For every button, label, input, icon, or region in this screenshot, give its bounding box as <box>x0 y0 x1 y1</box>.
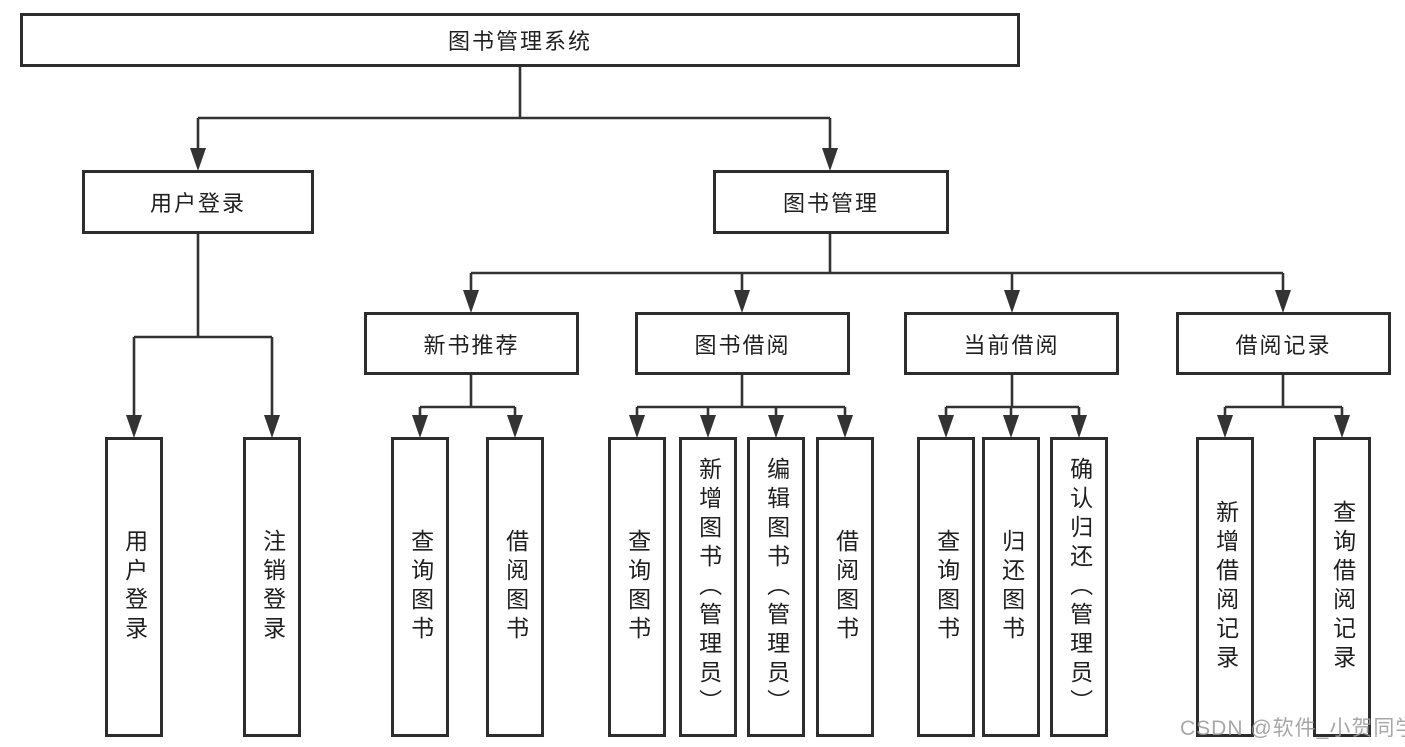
leaf-user-login: 用户登录 <box>105 437 163 737</box>
node-new-book-recommend: 新书推荐 <box>364 312 579 375</box>
node-book-management-label: 图书管理 <box>782 191 879 216</box>
node-book-borrowing-label: 图书借阅 <box>694 332 791 358</box>
node-user-login-label: 用户登录 <box>149 191 246 216</box>
leaf-confirm-return-admin: 确认归还（管理员） <box>1050 437 1108 737</box>
leaf-confirm-return-admin-label: 确认归还（管理员） <box>1066 456 1093 718</box>
node-current-borrowing-label: 当前借阅 <box>963 332 1060 358</box>
leaf-borrow-books-borrowing: 借阅图书 <box>816 437 874 737</box>
leaf-return-book-label: 归还图书 <box>998 529 1025 645</box>
leaf-borrow-books-recommend-label: 借阅图书 <box>502 529 529 645</box>
leaf-add-book-admin-label: 新增图书（管理员） <box>695 456 722 718</box>
leaf-query-books-borrowing: 查询图书 <box>608 437 666 737</box>
node-borrowing-records: 借阅记录 <box>1176 312 1391 375</box>
leaf-query-books-borrowing-label: 查询图书 <box>624 529 651 645</box>
leaf-query-books-current: 查询图书 <box>917 437 975 737</box>
leaf-edit-book-admin: 编辑图书（管理员） <box>747 437 805 737</box>
node-book-borrowing: 图书借阅 <box>635 312 850 375</box>
leaf-user-login-label: 用户登录 <box>121 529 148 645</box>
node-current-borrowing: 当前借阅 <box>904 312 1119 375</box>
leaf-query-borrow-record-label: 查询借阅记录 <box>1329 500 1356 674</box>
leaf-query-books-current-label: 查询图书 <box>933 529 960 645</box>
leaf-query-borrow-record: 查询借阅记录 <box>1313 437 1371 737</box>
leaf-query-books-recommend: 查询图书 <box>391 437 449 737</box>
node-book-management: 图书管理 <box>713 170 949 234</box>
leaf-return-book: 归还图书 <box>982 437 1040 737</box>
leaf-logout-label: 注销登录 <box>259 529 286 645</box>
leaf-logout: 注销登录 <box>243 437 301 737</box>
leaf-edit-book-admin-label: 编辑图书（管理员） <box>763 456 790 718</box>
node-user-login: 用户登录 <box>82 170 314 234</box>
node-root: 图书管理系统 <box>20 13 1020 67</box>
leaf-borrow-books-borrowing-label: 借阅图书 <box>832 529 859 645</box>
node-borrowing-records-label: 借阅记录 <box>1235 332 1332 358</box>
leaf-query-books-recommend-label: 查询图书 <box>407 529 434 645</box>
leaf-add-borrow-record: 新增借阅记录 <box>1196 437 1254 737</box>
leaf-add-book-admin: 新增图书（管理员） <box>679 437 737 737</box>
leaf-borrow-books-recommend: 借阅图书 <box>486 437 544 737</box>
watermark: CSDN @软件_小贺同学 <box>1180 717 1405 740</box>
leaf-add-borrow-record-label: 新增借阅记录 <box>1212 500 1239 674</box>
node-root-label: 图书管理系统 <box>447 29 592 54</box>
node-new-book-recommend-label: 新书推荐 <box>423 332 520 358</box>
arrowheads <box>126 148 1350 438</box>
